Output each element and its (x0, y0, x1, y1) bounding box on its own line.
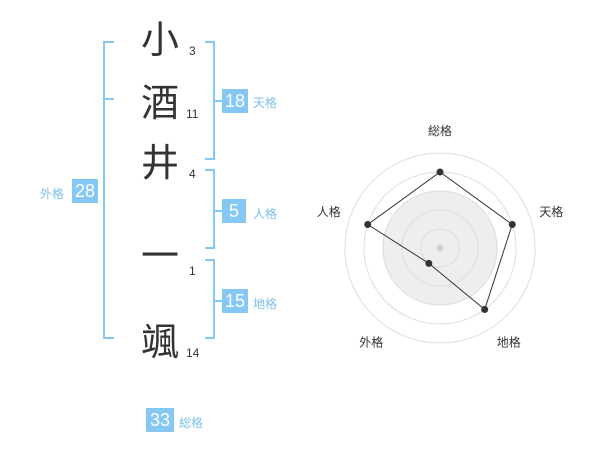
radar-axis-label-1: 総格 (428, 123, 452, 138)
stroke-count-4: 1 (189, 264, 196, 278)
radar-point-5 (364, 221, 372, 229)
jinkaku-value: 5 (222, 199, 246, 223)
chikaku-value: 15 (222, 289, 248, 313)
radar-ring (401, 209, 479, 287)
radar-point-2 (508, 221, 516, 229)
gaikaku-bracket (103, 41, 114, 339)
radar-axis-label-2: 天格 (539, 204, 563, 219)
radar-axis-label-3: 地格 (497, 335, 521, 350)
name-char-5: 颯 (140, 320, 179, 364)
name-char-2: 酒 (140, 81, 179, 125)
name-char-4: 一 (140, 234, 179, 278)
chikaku-bracket (205, 259, 215, 339)
soukaku-value: 33 (146, 408, 174, 432)
tenkaku-label: 天格 (253, 96, 278, 110)
stroke-count-5: 14 (186, 346, 200, 360)
jinkaku-label: 人格 (253, 207, 278, 221)
radar-point-4 (425, 259, 433, 267)
soukaku-label: 総格 (179, 416, 204, 430)
radar-axis-label-5: 人格 (317, 204, 341, 219)
radar-data-polygon (366, 171, 513, 311)
radar-point-1 (436, 168, 444, 176)
stroke-count-2: 11 (186, 107, 199, 121)
chikaku-label: 地格 (253, 297, 278, 311)
radar-point-3 (481, 305, 489, 313)
tenkaku-value: 18 (222, 89, 248, 113)
radar-center-dot (437, 245, 443, 251)
name-char-1: 小 (140, 18, 179, 62)
jinkaku-bracket (205, 169, 215, 249)
stroke-count-3: 4 (189, 167, 196, 181)
name-char-3: 井 (140, 141, 179, 185)
gaikaku-value: 28 (72, 179, 98, 203)
radar-ring (420, 228, 460, 268)
radar-axis-label-4: 外格 (359, 335, 383, 350)
stroke-count-1: 3 (189, 44, 196, 58)
gaikaku-label: 外格 (40, 187, 65, 201)
